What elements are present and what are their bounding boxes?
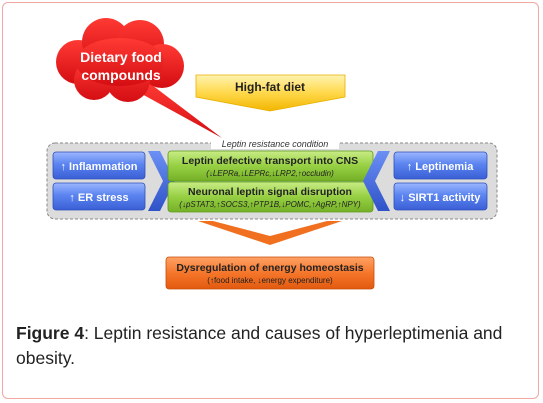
right-chevron-icon (363, 151, 390, 211)
caption-label: Figure 4 (16, 323, 85, 343)
cloud-line2: compounds (81, 67, 161, 83)
high-fat-label: High-fat diet (235, 80, 305, 94)
caption-text: : Leptin resistance and causes of hyperl… (16, 323, 503, 368)
inflammation-box (52, 151, 146, 180)
transport-sub: (↓LEPRa,↓LEPRc,↓LRP2,↑occludin) (206, 169, 334, 178)
condition-label-bg (211, 137, 339, 149)
transport-title: Leptin defective transport into CNS (182, 155, 358, 167)
dietary-cloud (56, 18, 222, 138)
sirt1-label: ↓ SIRT1 activity (400, 192, 482, 204)
leptinemia-label: ↑ Leptinemia (407, 161, 475, 173)
signal-title: Neuronal leptin signal disruption (188, 186, 352, 198)
leptin-diagram: High-fat diet Leptin resistance conditio… (46, 18, 498, 290)
outcome-sub: (↑food intake, ↓energy expenditure) (207, 276, 333, 285)
leptinemia-box (393, 151, 488, 180)
figure-caption: Figure 4: Leptin resistance and causes o… (16, 321, 531, 371)
er-stress-label: ↑ ER stress (69, 192, 128, 204)
signal-sub: (↓pSTAT3,↑SOCS3,↑PTP1B,↓POMC,↑AgRP,↑NPY) (179, 200, 361, 209)
down-chevron-icon (198, 221, 342, 245)
cloud-line1: Dietary food (80, 49, 162, 65)
er-stress-box (52, 182, 146, 211)
sirt1-box (393, 182, 488, 211)
condition-label: Leptin resistance condition (222, 139, 329, 149)
inflammation-label: ↑ Inflammation (60, 161, 137, 173)
outcome-box (165, 256, 375, 290)
outcome-title: Dysregulation of energy homeostasis (176, 262, 363, 274)
high-fat-arrow (195, 74, 346, 112)
